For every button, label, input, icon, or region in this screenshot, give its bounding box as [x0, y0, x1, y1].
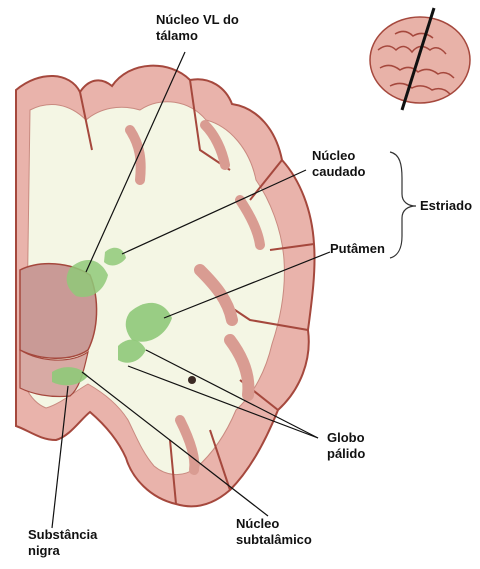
brain-thumbnail — [370, 8, 470, 110]
label-striatum: Estriado — [420, 198, 472, 214]
label-vl-thalamus: Núcleo VL do tálamo — [156, 12, 239, 44]
label-caudate: Núcleo caudado — [312, 148, 365, 180]
label-subthalamic: Núcleo subtalâmico — [236, 516, 312, 548]
label-substantia-nigra: Substância nigra — [28, 527, 97, 559]
label-globus-pallidus: Globo pálido — [327, 430, 365, 462]
hemisphere — [16, 66, 315, 507]
striatum-brace — [390, 152, 416, 258]
label-putamen: Putâmen — [330, 241, 385, 257]
